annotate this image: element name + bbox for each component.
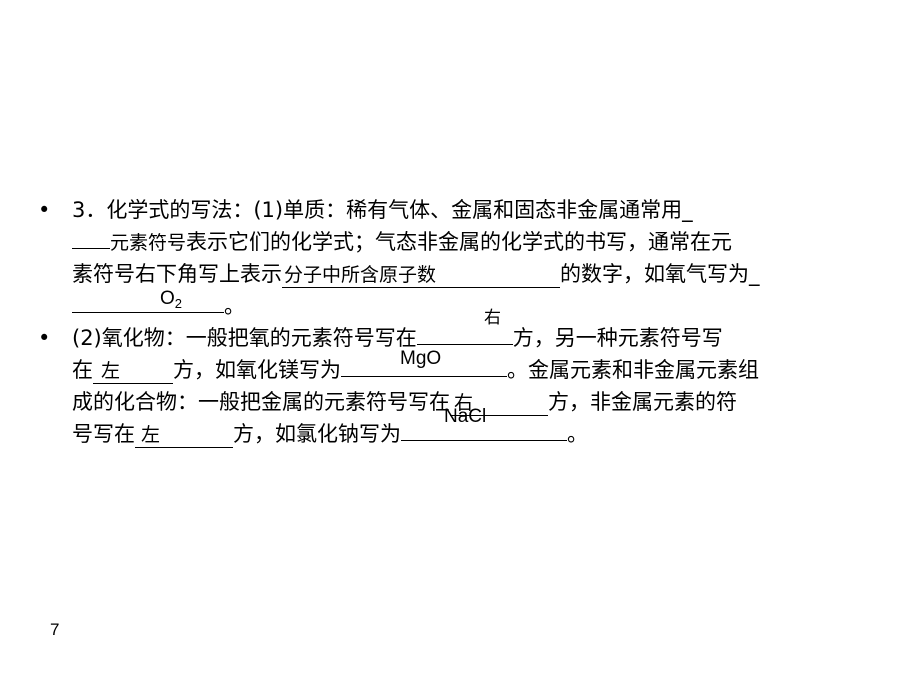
p2-line-4-text: 号写在 [72,422,135,446]
p1-blank-element-symbol: 元素符号 [110,232,187,254]
p1-line-3-text2: 的数字，如氧气写为 [560,262,749,286]
p1-line-1-tail: _ [682,198,693,222]
p2-line-3-text: 成的化合物：一般把金属的元素符号写在 [72,390,450,414]
p2-line-3-text2: 方，非金属元素的符 [548,390,737,414]
bullet-1: • [38,198,51,222]
p2-blank-oxygen-position [416,344,513,345]
p2-line-2: 在左方，如氧化镁写为 。金属元素和非金属元素组 [72,354,759,386]
p2-line-3: 成的化合物：一般把金属的元素符号写在右方，非金属元素的符 [72,386,737,418]
p1-answer-oxygen-sub: 2 [174,296,183,311]
p2-line-2-text: 在 [72,358,93,382]
p2-line-2-text2: 方，如氧化镁写为 [173,358,341,382]
p2-answer-nacl: NaCl [444,406,487,427]
p2-line-1-text2: 方，另一种元素符号写 [512,326,723,350]
bullet-2: • [38,326,51,350]
p1-answer-oxygen-main: O [160,288,175,309]
p1-blank-lead [72,248,110,249]
p2-blank-left-2: 左 [135,423,233,448]
p1-blank-atom-count: 分子中所含原子数 [282,263,560,288]
p1-answer-oxygen: O2 [160,288,182,315]
p2-answer-right-1: 右 [484,308,501,328]
p2-line-1: (2)氧化物：一般把氧的元素符号写在 方，另一种元素符号写 [72,322,723,354]
p2-line-4-end: 。 [567,422,588,446]
p1-line-4: 。 [72,290,245,322]
p2-blank-right-2: 右 [450,391,548,416]
p2-answer-mgo: MgO [400,348,442,369]
p1-line-2: 元素符号表示它们的化学式；气态非金属的化学式的书写，通常在元 [72,226,732,258]
p2-line-4: 号写在左方，如氯化钠写为 。 [72,418,588,450]
p1-line-3-tail: _ [749,262,760,286]
p1-blank-oxygen [72,312,224,313]
p2-line-1-text: (2)氧化物：一般把氧的元素符号写在 [72,326,417,350]
page-number: 7 [50,620,60,639]
p2-blank-mgo [341,376,507,377]
p1-line-1: 3．化学式的写法：(1)单质：稀有气体、金属和固态非金属通常用_ [72,194,693,226]
p1-line-3: 素符号右下角写上表示分子中所含原子数的数字，如氧气写为_ [72,258,760,290]
p1-line-1-text: 3．化学式的写法：(1)单质：稀有气体、金属和固态非金属通常用 [72,198,683,222]
p2-line-2-text3: 。金属元素和非金属元素组 [507,358,759,382]
p2-line-4-text2: 方，如氯化钠写为 [233,422,401,446]
p2-blank-left-1: 左 [93,359,173,384]
p2-blank-nacl [401,440,567,441]
p1-line-3-text: 素符号右下角写上表示 [72,262,282,286]
p1-line-4-end: 。 [224,294,245,318]
p1-line-2-text: 表示它们的化学式；气态非金属的化学式的书写，通常在元 [186,230,733,254]
